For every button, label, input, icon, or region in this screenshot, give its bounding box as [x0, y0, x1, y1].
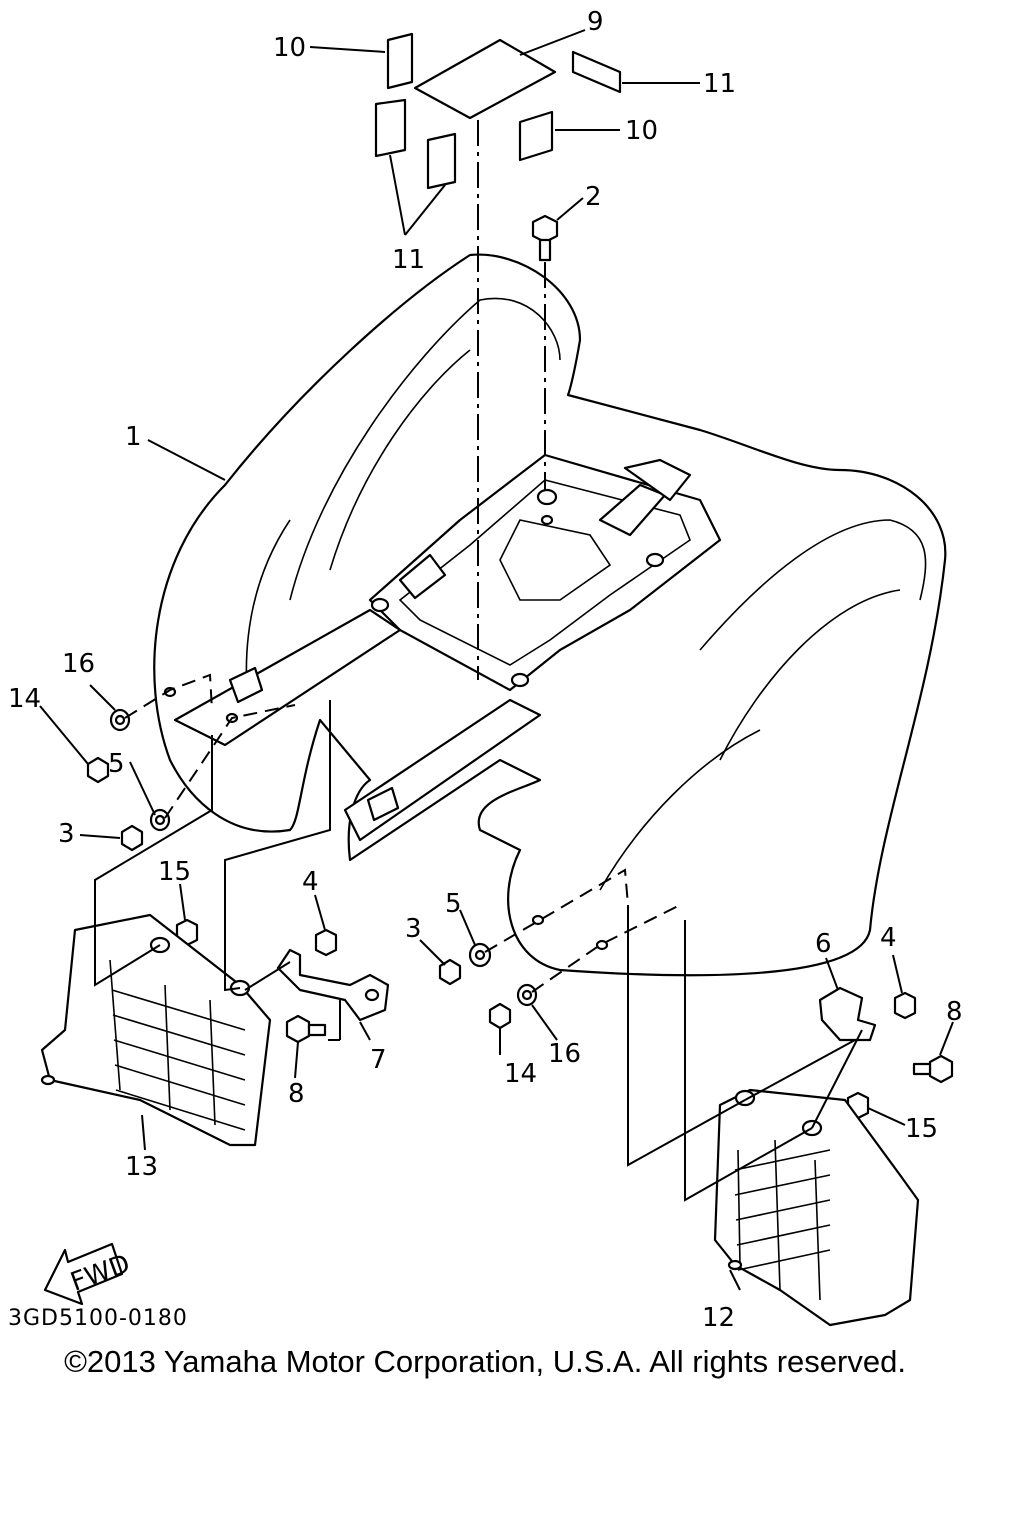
callout-4-right: 4	[880, 923, 897, 953]
fwd-arrow-icon: FWD	[43, 1242, 134, 1306]
bolt-2	[531, 214, 559, 262]
callout-16-right: 16	[548, 1039, 581, 1069]
callout-4-left: 4	[302, 867, 319, 897]
callout-11-left: 11	[392, 245, 425, 275]
callout-11-right: 11	[703, 69, 736, 99]
callout-5-right: 5	[445, 889, 462, 919]
callout-10-lower: 10	[625, 116, 658, 146]
footrest-12	[713, 1088, 920, 1327]
callout-15-left: 15	[158, 857, 191, 887]
copyright-notice: ©2013 Yamaha Motor Corporation, U.S.A. A…	[64, 1344, 906, 1379]
callout-9: 9	[587, 7, 604, 37]
callout-1: 1	[125, 422, 142, 452]
callout-15-right: 15	[905, 1114, 938, 1144]
callout-12: 12	[702, 1303, 735, 1333]
callout-8-right: 8	[946, 997, 963, 1027]
callout-7: 7	[370, 1045, 387, 1075]
bracket-6	[818, 986, 877, 1042]
callout-5-left: 5	[108, 749, 125, 779]
callout-2: 2	[585, 182, 602, 212]
pad-11-right	[571, 50, 622, 94]
callout-6: 6	[815, 929, 832, 959]
right-fasteners	[438, 942, 538, 1030]
drawing-code: 3GD5100-0180	[8, 1306, 188, 1331]
callout-3-right: 3	[405, 914, 422, 944]
callout-10-upper: 10	[273, 33, 306, 63]
callout-numbers: 10 9 11 10 2 11 1 16 14 5 3 15 4 5 3 6 4…	[8, 7, 963, 1333]
callout-14-left: 14	[8, 684, 41, 714]
rear-fender-exploded-diagram: FWD	[8, 7, 963, 1333]
pad-9	[413, 38, 557, 120]
callout-13: 13	[125, 1152, 158, 1182]
nuts-and-bolts	[175, 918, 954, 1120]
callout-3-left: 3	[58, 819, 75, 849]
footrest-13	[40, 913, 272, 1147]
callout-8-left: 8	[288, 1079, 305, 1109]
callout-16-left: 16	[62, 649, 95, 679]
left-fasteners	[86, 708, 171, 852]
leader-lines	[39, 29, 954, 1291]
pad-10-lower	[518, 110, 554, 162]
callout-14-right: 14	[504, 1059, 537, 1089]
rear-fender-body	[153, 253, 947, 977]
assembly-lines	[94, 120, 863, 1202]
pad-11-left-a	[374, 98, 407, 158]
pad-10-upper	[386, 32, 414, 90]
damper-pads	[374, 32, 622, 190]
pad-11-left-b	[426, 132, 457, 190]
bracket-7	[276, 948, 390, 1022]
